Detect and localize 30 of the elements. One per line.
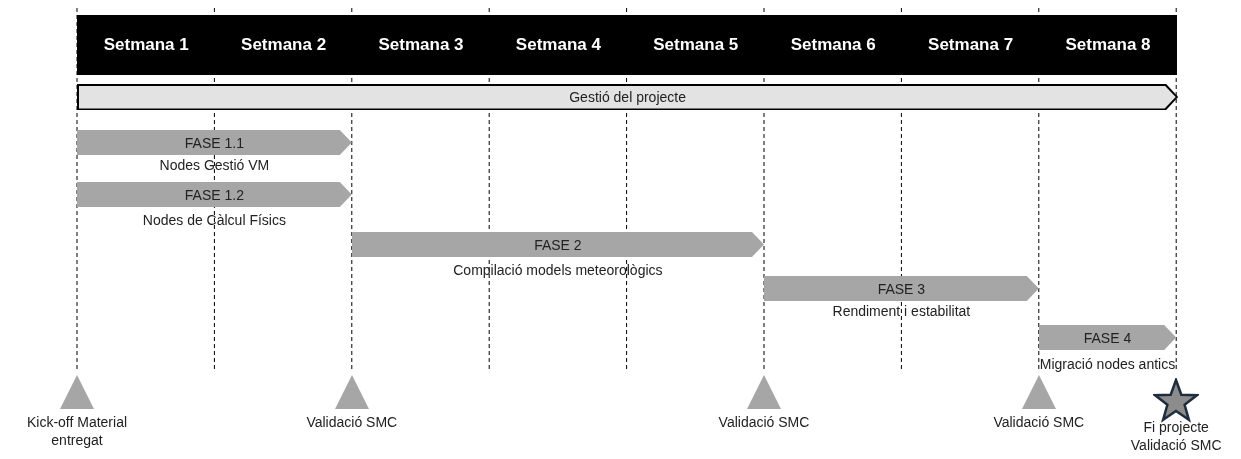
week-header: Setmana 4 [489, 15, 628, 75]
milestone-label: Fi projecte Validació SMC [1129, 418, 1223, 454]
week-header: Setmana 7 [901, 15, 1040, 75]
week-header: Setmana 2 [214, 15, 353, 75]
project-bar [77, 84, 1179, 110]
phase-label: FASE 1.2 [184, 186, 244, 203]
week-header: Setmana 6 [764, 15, 903, 75]
week-header: Setmana 5 [626, 15, 765, 75]
phase-bar [764, 276, 1039, 301]
phase-bar [77, 130, 352, 155]
phase-caption: Nodes Gestió VM [158, 157, 271, 173]
phase-caption: Nodes de Càlcul Físics [141, 212, 287, 228]
phase-caption: Rendiment i estabilitat [831, 303, 972, 319]
week-header: Setmana 3 [351, 15, 491, 75]
phase-label: FASE 4 [1083, 329, 1132, 346]
phase-bar [1038, 325, 1177, 350]
phase-caption: Migració nodes antics [1038, 356, 1177, 372]
phase-bar [77, 182, 352, 207]
week-header: Setmana 8 [1038, 15, 1178, 75]
phase-bar [351, 232, 764, 257]
phase-label: FASE 3 [877, 280, 926, 297]
phase-label: FASE 2 [534, 236, 582, 253]
bar-label: Gestió del projecte [569, 89, 686, 105]
milestone-label: Validació SMC [992, 413, 1086, 431]
week-header: Setmana 1 [77, 15, 216, 75]
phase-caption: Compilació models meteorològics [452, 262, 664, 278]
milestone-label: Kick-off Material entregat [25, 413, 129, 449]
milestone-label: Validació SMC [305, 413, 399, 431]
phase-label: FASE 1.1 [184, 134, 244, 151]
milestone-label: Validació SMC [717, 413, 811, 431]
